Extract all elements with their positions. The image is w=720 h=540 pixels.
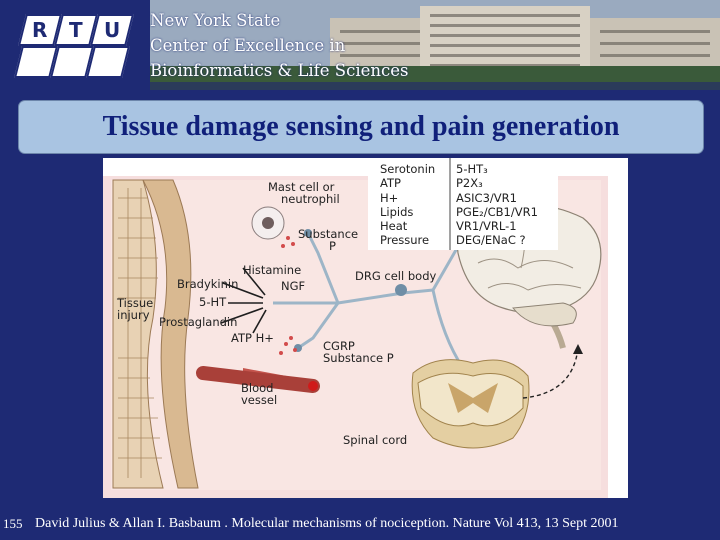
stimulus-receptor-table: Serotonin 5-HT₃ ATP P2X₃ H+ ASIC3/VR1 Li… bbox=[368, 158, 558, 250]
tissue-illustration bbox=[112, 179, 199, 489]
center-name-line: Center of Excellence in bbox=[150, 36, 346, 55]
label-blood-vessel: Blood bbox=[241, 381, 274, 395]
receptor-cell: 5-HT₃ bbox=[456, 162, 488, 176]
stimulus-cell: Pressure bbox=[380, 233, 430, 247]
nociception-figure: Serotonin 5-HT₃ ATP P2X₃ H+ ASIC3/VR1 Li… bbox=[103, 158, 628, 498]
label-mast-cell: neutrophil bbox=[281, 192, 340, 206]
stimulus-cell: H+ bbox=[380, 191, 399, 205]
receptor-cell: P2X₃ bbox=[456, 176, 483, 190]
label-cgrp: CGRP bbox=[323, 339, 355, 353]
center-name: New York State Center of Excellence in B… bbox=[150, 8, 408, 83]
receptor-cell: DEG/ENaC ? bbox=[456, 233, 526, 247]
logo-cell-blank bbox=[86, 46, 130, 78]
label-substance-p: Substance P bbox=[323, 351, 394, 365]
receptor-cell: PGE₂/CB1/VR1 bbox=[456, 205, 538, 219]
spinal-cord-illustration bbox=[411, 359, 530, 449]
label-tissue-injury: injury bbox=[117, 308, 150, 322]
label-prostaglandin: Prostaglandin bbox=[159, 315, 238, 329]
slide-number: 155 bbox=[3, 516, 23, 531]
stimulus-cell: Heat bbox=[380, 219, 408, 233]
stimulus-cell: Lipids bbox=[380, 205, 414, 219]
label-spinal-cord: Spinal cord bbox=[343, 433, 408, 447]
center-name-line: New York State bbox=[150, 11, 281, 30]
label-ngf: NGF bbox=[281, 279, 306, 293]
label-substance-p: P bbox=[329, 239, 336, 253]
center-name-line: Bioinformatics & Life Sciences bbox=[150, 61, 409, 80]
label-bradykinin: Bradykinin bbox=[177, 277, 239, 291]
label-5ht: 5-HT bbox=[199, 295, 227, 309]
header-banner: R T U New York State Center of Excellenc… bbox=[0, 0, 720, 90]
label-atp-h: ATP H+ bbox=[231, 331, 274, 345]
receptor-cell: VR1/VRL-1 bbox=[456, 219, 517, 233]
label-drg-cell-body: DRG cell body bbox=[355, 269, 437, 283]
receptor-cell: ASIC3/VR1 bbox=[456, 191, 517, 205]
stimulus-cell: Serotonin bbox=[380, 162, 436, 176]
stimulus-cell: ATP bbox=[380, 176, 401, 190]
citation-text: David Julius & Allan I. Basbaum . Molecu… bbox=[35, 516, 619, 531]
label-blood-vessel: vessel bbox=[241, 393, 278, 407]
logo-cell-u: U bbox=[90, 14, 134, 46]
label-mast-cell: Mast cell or bbox=[268, 180, 335, 194]
rtu-logo: R T U bbox=[14, 10, 134, 80]
label-tissue-injury: Tissue bbox=[117, 296, 154, 310]
label-substance-p: Substance bbox=[298, 227, 359, 241]
slide-title: Tissue damage sensing and pain generatio… bbox=[102, 111, 620, 142]
slide-title-bar: Tissue damage sensing and pain generatio… bbox=[18, 100, 704, 154]
label-histamine: Histamine bbox=[243, 263, 302, 277]
